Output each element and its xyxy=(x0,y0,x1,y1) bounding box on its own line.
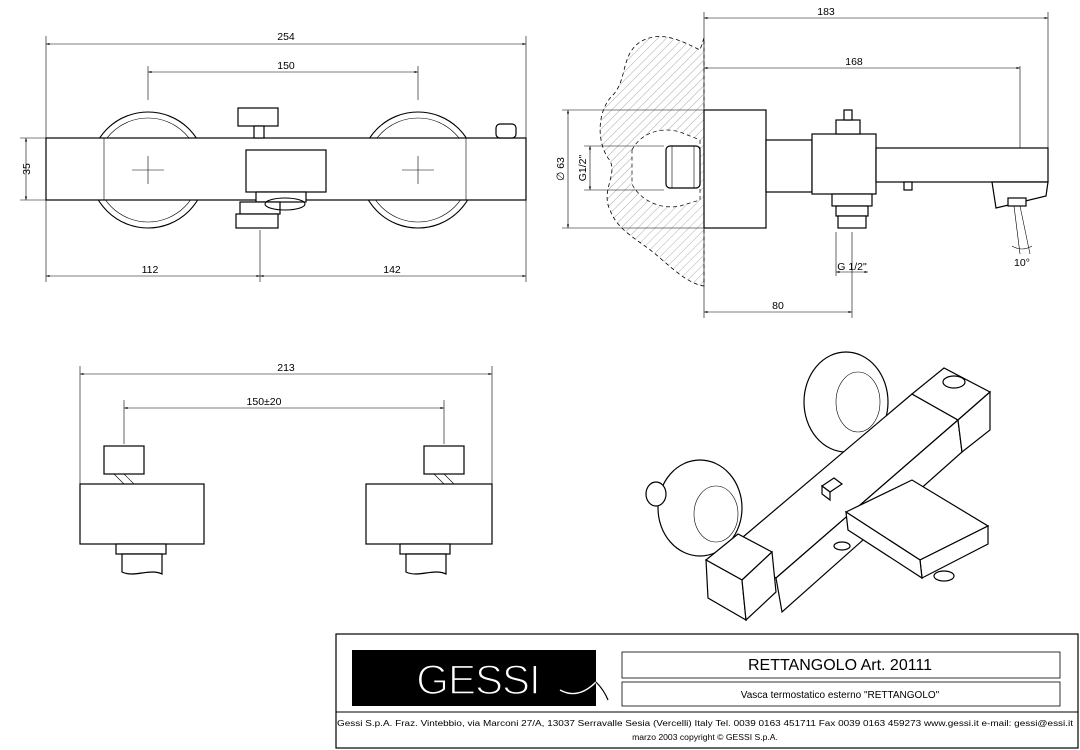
product-title: RETTANGOLO Art. 20111 xyxy=(748,657,932,674)
svg-text:GESSI: GESSI xyxy=(416,656,539,703)
product-subtitle: Vasca termostatico esterno "RETTANGOLO" xyxy=(741,690,940,701)
dim-150-pm-20: 150±20 xyxy=(247,396,282,408)
dim-112: 112 xyxy=(142,264,159,276)
gessi-logo: GESSI xyxy=(352,650,609,706)
dim-150: 150 xyxy=(277,60,295,72)
bottom-view: 213 150±20 xyxy=(79,362,493,575)
dim-254: 254 xyxy=(277,31,295,43)
dim-diameter-63: ∅ 63 xyxy=(555,157,567,181)
dim-thread-g12-bottom: G 1/2" xyxy=(837,261,867,273)
isometric-view xyxy=(645,351,992,622)
dim-thread-g12-side: G1/2" xyxy=(577,154,589,181)
dim-213: 213 xyxy=(277,362,295,374)
company-address: Gessi S.p.A. Fraz. Vintebbio, via Marcon… xyxy=(337,718,1074,728)
dim-angle-10: 10° xyxy=(1014,257,1030,269)
front-view: 254 150 35 112 142 xyxy=(20,31,527,282)
dim-183: 183 xyxy=(817,6,835,18)
dim-35: 35 xyxy=(21,163,33,175)
dim-80: 80 xyxy=(772,300,784,312)
side-view: 183 168 ∅ 63 G1/2" G 1/2" 80 10° xyxy=(555,6,1049,318)
title-block: GESSI RETTANGOLO Art. 20111 Vasca termos… xyxy=(335,633,1079,749)
copyright-line: marzo 2003 copyright © GESSI S.p.A. xyxy=(632,732,778,742)
dim-142: 142 xyxy=(383,264,401,276)
dim-168: 168 xyxy=(845,56,863,68)
